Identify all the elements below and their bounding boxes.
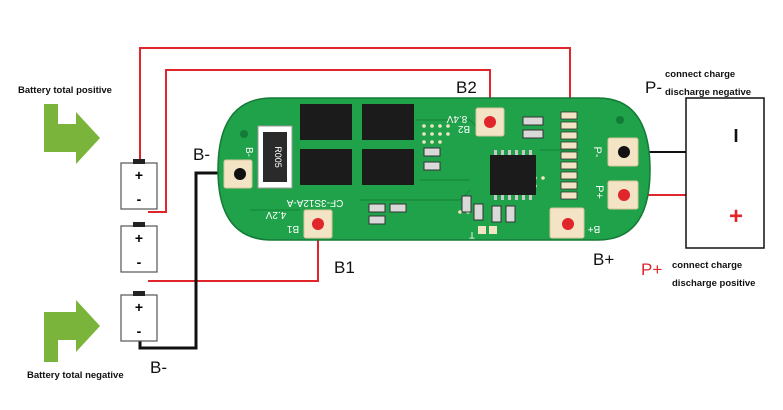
smd-components: [368, 116, 544, 225]
shunt-resistor-body: [263, 132, 287, 182]
pcb-hole: [616, 116, 624, 124]
p-plus-desc-2: discharge positive: [672, 278, 756, 289]
resistor-code: R005: [273, 146, 283, 168]
load-plus-symbol: +: [729, 203, 743, 230]
pcb-b1-silk: B1: [286, 223, 299, 234]
mosfet-4: [362, 149, 414, 185]
pcb-b-plus-silk: B+: [588, 223, 601, 234]
arrow-negative-icon: [44, 300, 100, 362]
b-minus-label: B-: [193, 145, 210, 164]
cell-3-terminal: [133, 291, 145, 296]
battery-cell-2: [120, 225, 158, 273]
p-minus-desc-2: discharge negative: [665, 87, 752, 98]
load-box: [685, 97, 765, 249]
wire-b-minus: [138, 171, 242, 350]
bms-pcb: R005 CF-3S12A-A 4.2V: [217, 97, 651, 241]
battery-total-positive-label: Battery total positive: [18, 85, 112, 96]
pcb-p-plus-silk: P+: [593, 185, 605, 199]
pcb-b2-silk: B2: [457, 123, 470, 134]
arrow-positive-icon: [44, 104, 100, 164]
cell-1-terminal: [133, 159, 145, 164]
ic-pins: [494, 150, 532, 200]
protection-ic: [490, 155, 536, 195]
cell-2-plus: +: [135, 230, 143, 246]
mosfet-3: [300, 149, 352, 185]
pcb-voltage-text: 4.2V: [265, 209, 286, 220]
mosfet-1: [300, 104, 352, 140]
pcb-model-text: CF-3S12A-A: [286, 197, 343, 208]
cell-3-minus: -: [137, 323, 142, 339]
load-minus-symbol: I: [733, 126, 738, 146]
b-minus-bottom-label: B-: [150, 358, 167, 377]
p-plus-label: P+: [641, 260, 663, 279]
pcb-p-minus-silk: P-: [591, 147, 603, 158]
cell-2-terminal: [133, 222, 145, 227]
battery-total-negative-label: Battery total negative: [27, 370, 124, 381]
cell-2-minus: -: [137, 254, 142, 270]
pcb-voltage-text-mirrored: 8.4V: [446, 113, 467, 124]
cell-1-minus: -: [137, 191, 142, 207]
pcb-b-minus-silk: B-: [243, 147, 254, 157]
test-pad: [478, 226, 486, 234]
p-plus-desc-1: connect charge: [672, 260, 743, 271]
wire-b2: [148, 69, 491, 213]
pin-header: [560, 111, 578, 200]
battery-cell-3: [120, 294, 158, 342]
b1-label: B1: [334, 258, 355, 277]
pcb-test-silk: T: [469, 230, 475, 240]
cell-1-plus: +: [135, 167, 143, 183]
mosfet-2: [362, 104, 414, 140]
battery-pack: + - + - + -: [120, 159, 158, 342]
p-minus-desc-1: connect charge: [665, 69, 736, 80]
cell-3-plus: +: [135, 299, 143, 315]
pcb-hole: [240, 130, 248, 138]
contact-points: [234, 116, 630, 230]
b2-label: B2: [456, 78, 477, 97]
wire-b1: [148, 224, 319, 282]
p-minus-label: P-: [645, 78, 662, 97]
b-plus-label: B+: [593, 250, 615, 269]
test-pad: [489, 226, 497, 234]
